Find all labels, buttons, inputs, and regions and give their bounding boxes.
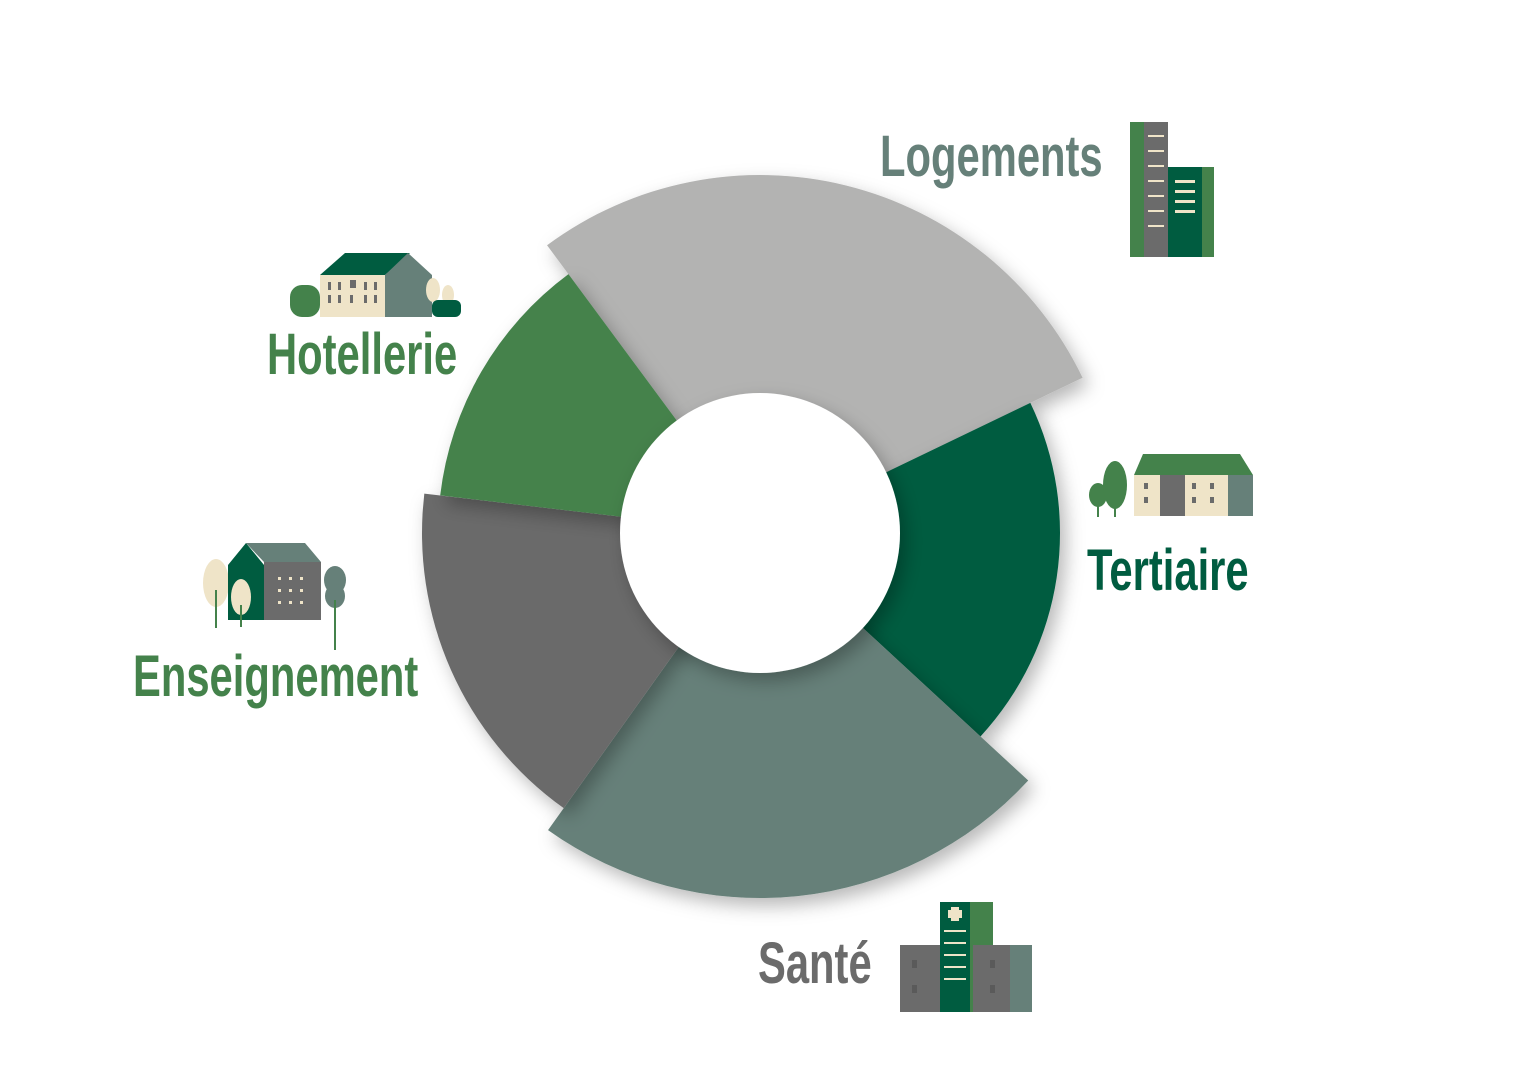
hospital-icon (900, 902, 1032, 1012)
label-sante: Santé (758, 930, 872, 995)
label-tertiaire: Tertiaire (1087, 537, 1249, 602)
hotel-icon (290, 253, 461, 317)
slice-hotellerie (440, 274, 701, 522)
label-logements: Logements (880, 123, 1103, 188)
office-building-icon (1089, 454, 1253, 517)
apartment-towers-icon (1130, 122, 1214, 257)
school-icon (203, 543, 346, 650)
label-hotellerie: Hotellerie (267, 321, 457, 386)
slice-sante (548, 600, 1029, 898)
slice-logements (547, 175, 1083, 490)
donut-hole (620, 393, 900, 673)
label-enseignement: Enseignement (133, 643, 418, 708)
